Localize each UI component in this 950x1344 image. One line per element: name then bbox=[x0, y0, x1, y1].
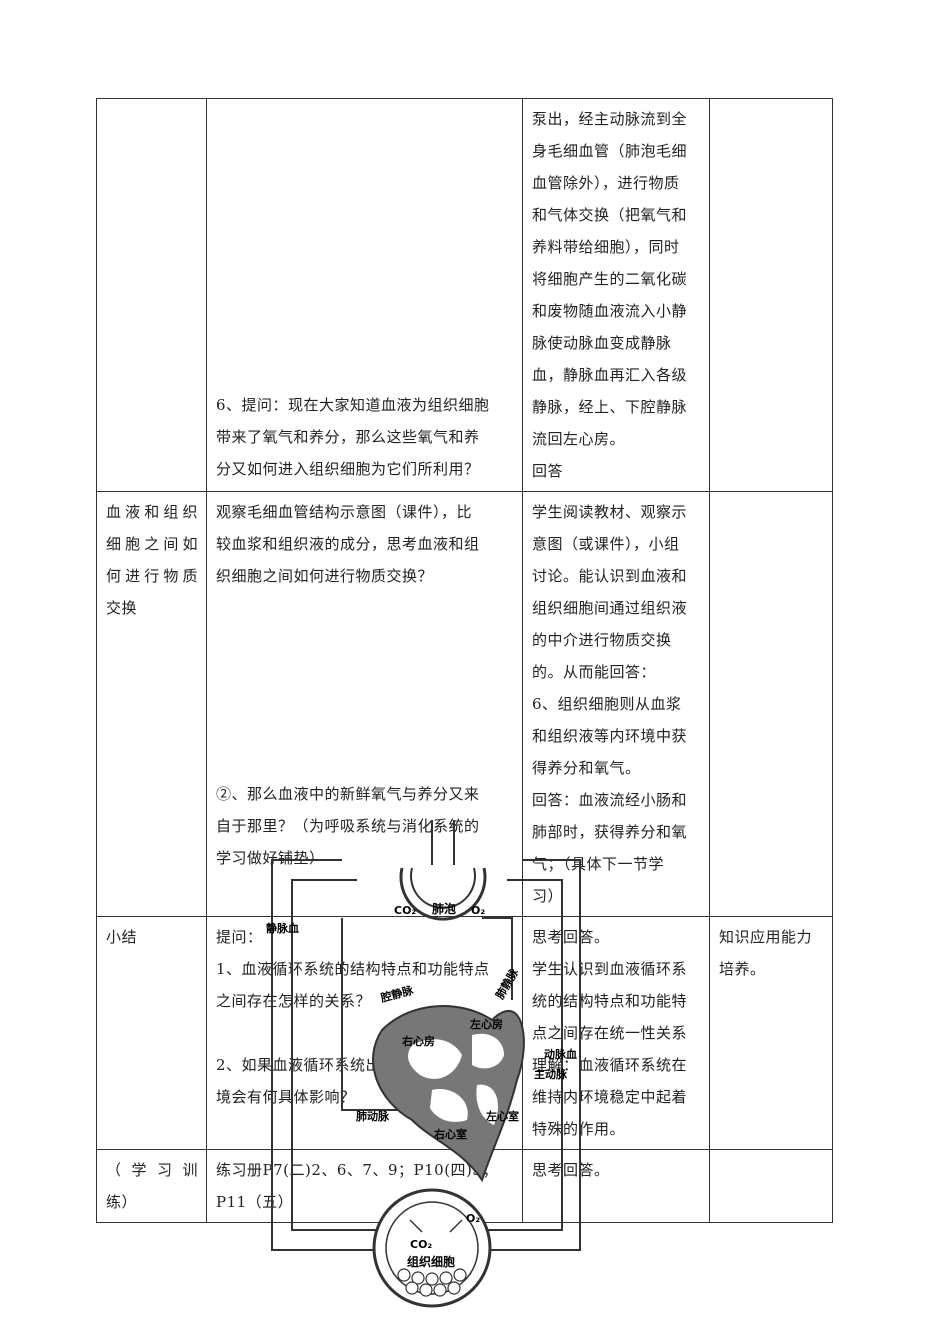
topic-line: 何进行物质 bbox=[106, 567, 198, 585]
note-cell: 知识应用能力 培养。 bbox=[709, 916, 833, 1150]
text-line: 血管除外），进行物质 bbox=[532, 174, 680, 192]
text-line: 回答 bbox=[532, 462, 564, 480]
text-line: 回答：血液流经小肠和 bbox=[532, 791, 688, 809]
topic-line: （学习训 bbox=[106, 1161, 198, 1179]
text-line: 的。从而能回答： bbox=[532, 663, 657, 681]
label-co2-bottom: CO₂ bbox=[410, 1238, 432, 1251]
text-line: 泵出，经主动脉流到全 bbox=[532, 110, 688, 128]
text-line: 学习做好铺垫） bbox=[216, 849, 325, 867]
table-row: 血液和组织 细胞之间如 何进行物质 交换 观察毛细血管结构示意图（课件），比 较… bbox=[96, 491, 833, 917]
text-line: 1、血液循环系统的结构特点和功能特点 bbox=[216, 960, 490, 978]
text-line: 知识应用能力 bbox=[719, 928, 813, 946]
text-line: 肺部时，获得养分和氧 bbox=[532, 823, 688, 841]
text-line: 流回左心房。 bbox=[532, 430, 626, 448]
teacher-activity-cell: 观察毛细血管结构示意图（课件），比 较血浆和组织液的成分，思考血液和组 织细胞之… bbox=[206, 491, 523, 917]
lesson-plan-table: 6、提问：现在大家知道血液为组织细胞 带来了氧气和养分，那么这些氧气和养 分又如… bbox=[96, 98, 833, 1223]
teacher-question-2: ②、那么血液中的新鲜氧气与养分又来 自于那里？（为呼吸系统与消化系统的 学习做好… bbox=[216, 778, 480, 874]
topic-line: 细胞之间如 bbox=[106, 535, 198, 553]
text-line: 自于那里？（为呼吸系统与消化系统的 bbox=[216, 817, 480, 835]
teacher-question-6: 6、提问：现在大家知道血液为组织细胞 带来了氧气和养分，那么这些氧气和养 分又如… bbox=[216, 389, 514, 485]
text-line: 血，静脉血再汇入各级 bbox=[532, 366, 688, 384]
text-line: 境会有何具体影响？ bbox=[216, 1088, 356, 1106]
teacher-observe-prompt: 观察毛细血管结构示意图（课件），比 较血浆和组织液的成分，思考血液和组 织细胞之… bbox=[216, 496, 514, 592]
topic-cell bbox=[96, 98, 207, 492]
text-line: 观察毛细血管结构示意图（课件），比 bbox=[216, 503, 473, 521]
topic-line: 练） bbox=[106, 1193, 138, 1211]
text-line: 静脉，经上、下腔静脉 bbox=[532, 398, 688, 416]
text-line: 维持内环境稳定中起着 bbox=[532, 1088, 688, 1106]
text-line: 2、如果血液循环系统出现问题对于内环 bbox=[216, 1056, 490, 1074]
text-line: 统的结构特点和功能特 bbox=[532, 992, 688, 1010]
text-line: 培养。 bbox=[719, 960, 766, 978]
note-cell bbox=[709, 1149, 833, 1223]
topic-line: 血液和组织 bbox=[106, 503, 198, 521]
text-line: 织细胞之间如何进行物质交换？ bbox=[216, 567, 434, 585]
text-line: 习） bbox=[532, 887, 564, 905]
text-line: 之间存在怎样的关系？ bbox=[216, 992, 372, 1010]
text-line: 6、提问：现在大家知道血液为组织细胞 bbox=[216, 396, 490, 414]
text-line: 练习册P7(二)2、6、7、9；P10(四)3； bbox=[216, 1161, 498, 1179]
student-activity-cell: 思考回答。 学生认识到血液循环系 统的结构特点和功能特 点之间存在统一性关系 理… bbox=[522, 916, 710, 1150]
text-line: 特殊的作用。 bbox=[532, 1120, 626, 1138]
text-line: 意图（或课件），小组 bbox=[532, 535, 680, 553]
text-line: 思考回答。 bbox=[532, 1161, 610, 1179]
text-line: 分又如何进入组织细胞为它们所利用？ bbox=[216, 460, 480, 478]
topic-line: 交换 bbox=[106, 599, 138, 617]
teacher-activity-cell: 6、提问：现在大家知道血液为组织细胞 带来了氧气和养分，那么这些氧气和养 分又如… bbox=[206, 98, 523, 492]
text-line: 将细胞产生的二氧化碳 bbox=[532, 270, 688, 288]
teacher-activity-cell: 练习册P7(二)2、6、7、9；P10(四)3； P11（五） bbox=[206, 1149, 523, 1223]
text-line: 思考回答。 bbox=[532, 928, 610, 946]
student-activity-cell: 学生阅读教材、观察示 意图（或课件），小组 讨论。能认识到血液和 组织细胞间通过… bbox=[522, 491, 710, 917]
note-cell bbox=[709, 491, 833, 917]
table-row: （学习训 练） 练习册P7(二)2、6、7、9；P10(四)3； P11（五） … bbox=[96, 1149, 833, 1223]
note-cell bbox=[709, 98, 833, 492]
text-line: 气；（具体下一节学 bbox=[532, 855, 665, 873]
text-line: 养料带给细胞），同时 bbox=[532, 238, 680, 256]
table-row: 小结 提问： 1、血液循环系统的结构特点和功能特点 之间存在怎样的关系？ 2、如… bbox=[96, 916, 833, 1150]
text-line: P11（五） bbox=[216, 1193, 294, 1211]
text-line: 组织细胞间通过组织液 bbox=[532, 599, 688, 617]
text-line: 脉使动脉血变成静脉 bbox=[532, 334, 672, 352]
student-activity-cell: 思考回答。 bbox=[522, 1149, 710, 1223]
text-line: 身毛细血管（肺泡毛细 bbox=[532, 142, 688, 160]
text-line: ②、那么血液中的新鲜氧气与养分又来 bbox=[216, 785, 480, 803]
topic-line: 小结 bbox=[106, 928, 138, 946]
text-line: 学生认识到血液循环系 bbox=[532, 960, 688, 978]
table-row: 6、提问：现在大家知道血液为组织细胞 带来了氧气和养分，那么这些氧气和养 分又如… bbox=[96, 98, 833, 492]
teacher-activity-cell: 提问： 1、血液循环系统的结构特点和功能特点 之间存在怎样的关系？ 2、如果血液… bbox=[206, 916, 523, 1150]
text-line: 6、组织细胞则从血浆 bbox=[532, 695, 682, 713]
text-line: 讨论。能认识到血液和 bbox=[532, 567, 688, 585]
text-line: 理解：血液循环系统在 bbox=[532, 1056, 688, 1074]
text-line: 和组织液等内环境中获 bbox=[532, 727, 688, 745]
student-activity-cell: 泵出，经主动脉流到全 身毛细血管（肺泡毛细 血管除外），进行物质 和气体交换（把… bbox=[522, 98, 710, 492]
text-line: 的中介进行物质交换 bbox=[532, 631, 672, 649]
label-tissue-cell: 组织细胞 bbox=[407, 1254, 455, 1269]
text-line: 点之间存在统一性关系 bbox=[532, 1024, 688, 1042]
topic-cell: （学习训 练） bbox=[96, 1149, 207, 1223]
text-line: 带来了氧气和养分，那么这些氧气和养 bbox=[216, 428, 480, 446]
topic-cell: 血液和组织 细胞之间如 何进行物质 交换 bbox=[96, 491, 207, 917]
topic-cell: 小结 bbox=[96, 916, 207, 1150]
text-line: 和废物随血液流入小静 bbox=[532, 302, 688, 320]
text-line: 较血浆和组织液的成分，思考血液和组 bbox=[216, 535, 480, 553]
text-line: 得养分和氧气。 bbox=[532, 759, 641, 777]
text-line: 提问： bbox=[216, 928, 263, 946]
text-line: 和气体交换（把氧气和 bbox=[532, 206, 688, 224]
text-line: 学生阅读教材、观察示 bbox=[532, 503, 688, 521]
